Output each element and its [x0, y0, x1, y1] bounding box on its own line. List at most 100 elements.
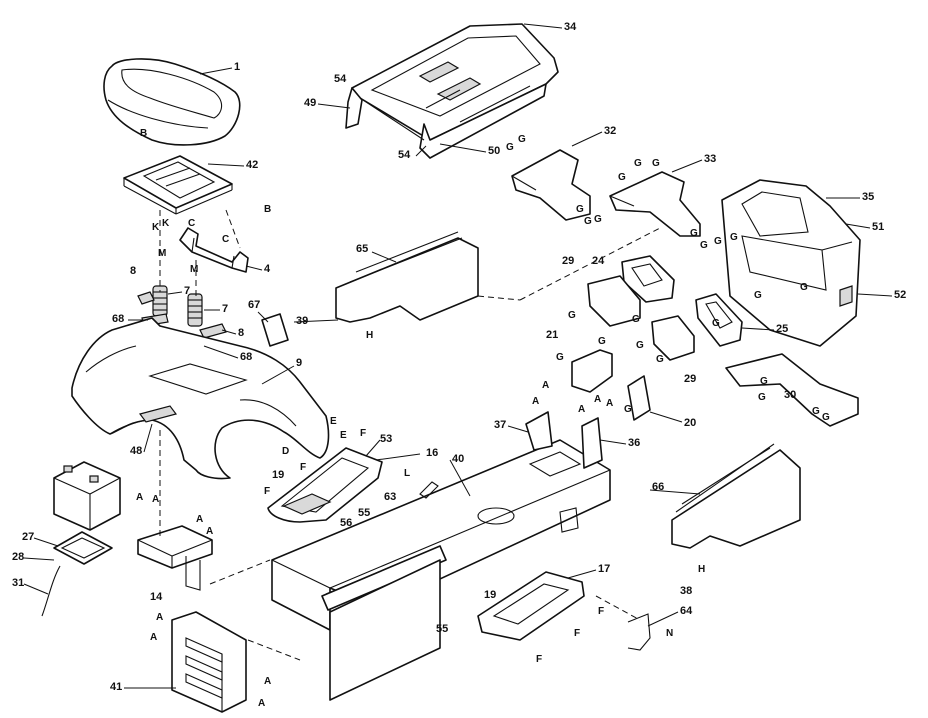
- callout-54: 54: [334, 73, 347, 85]
- letter-g: G: [758, 392, 766, 403]
- callout-51: 51: [872, 221, 884, 233]
- letter-a: A: [156, 612, 163, 623]
- callout-42: 42: [246, 159, 258, 171]
- letter-a: A: [150, 632, 157, 643]
- callout-9: 9: [296, 357, 302, 369]
- part-bracket-21: [571, 349, 613, 393]
- letter-d: D: [282, 446, 289, 457]
- letter-a: A: [542, 380, 549, 391]
- letter-n: N: [666, 628, 673, 639]
- letter-g: G: [518, 134, 526, 145]
- letter-f: F: [360, 428, 366, 439]
- letter-a: A: [532, 396, 539, 407]
- letter-a: A: [606, 398, 613, 409]
- leader-lines: [23, 23, 893, 689]
- letter-g: G: [636, 340, 644, 351]
- part-fender: [71, 317, 330, 480]
- callout-19: 19: [484, 589, 496, 601]
- letter-a: A: [206, 526, 213, 537]
- letter-g: G: [812, 406, 820, 417]
- letter-g: G: [730, 232, 738, 243]
- callout-33: 33: [704, 153, 716, 165]
- callout-50: 50: [488, 145, 500, 157]
- letter-g: G: [634, 158, 642, 169]
- callout-34: 34: [564, 21, 577, 33]
- letter-a: A: [578, 404, 585, 415]
- letter-f: F: [536, 654, 542, 665]
- letter-a: A: [152, 494, 159, 505]
- letter-e: E: [330, 416, 337, 427]
- letter-a: A: [136, 492, 143, 503]
- letter-m: M: [190, 264, 198, 275]
- callout-38: 38: [680, 585, 692, 597]
- callout-68: 68: [240, 351, 252, 363]
- part-seat-pan: [123, 155, 233, 215]
- part-battery-plate: [41, 531, 113, 617]
- callout-68: 68: [112, 313, 124, 325]
- letter-g: G: [618, 172, 626, 183]
- part-side-rails: [321, 545, 447, 701]
- callout-7: 7: [222, 303, 228, 315]
- part-footrest-left: [267, 447, 383, 523]
- callout-31: 31: [12, 577, 24, 589]
- callout-54: 54: [398, 149, 411, 161]
- callout-29: 29: [562, 255, 574, 267]
- callout-40: 40: [452, 453, 464, 465]
- callout-19: 19: [272, 469, 284, 481]
- letter-g: G: [624, 404, 632, 415]
- callout-25: 25: [776, 323, 788, 335]
- letter-g: G: [506, 142, 514, 153]
- callout-36: 36: [628, 437, 640, 449]
- callout-56: 56: [340, 517, 352, 529]
- part-gusset-37: [525, 411, 553, 451]
- callout-21: 21: [546, 329, 558, 341]
- part-grille-bracket: [725, 353, 859, 427]
- letter-l: L: [404, 468, 410, 479]
- part-battery: [53, 461, 121, 531]
- letter-g: G: [714, 236, 722, 247]
- letter-c: C: [222, 234, 229, 245]
- letter-g: G: [652, 158, 660, 169]
- callout-32: 32: [604, 125, 616, 137]
- part-bracket-20: [627, 375, 651, 421]
- letter-g: G: [576, 204, 584, 215]
- callout-14: 14: [150, 591, 163, 603]
- callout-67: 67: [248, 299, 260, 311]
- part-pins: [419, 481, 651, 651]
- letter-f: F: [264, 486, 270, 497]
- part-battery-bracket: [137, 525, 213, 591]
- part-bracket-29a: [587, 275, 641, 327]
- letter-c: C: [188, 218, 195, 229]
- callout-35: 35: [862, 191, 874, 203]
- letter-h: H: [366, 330, 373, 341]
- letter-h: H: [698, 564, 705, 575]
- callout-4: 4: [264, 263, 271, 275]
- part-hood-bracket-33: [609, 171, 701, 237]
- callout-20: 20: [684, 417, 696, 429]
- letter-m: M: [158, 248, 166, 259]
- callout-64: 64: [680, 605, 693, 617]
- callout-37: 37: [494, 419, 506, 431]
- callout-30: 30: [784, 389, 796, 401]
- letter-a: A: [196, 514, 203, 525]
- part-seat: [103, 58, 241, 146]
- part-plate-25: [695, 293, 743, 347]
- callout-27: 27: [22, 531, 34, 543]
- part-rail-65: [335, 231, 479, 323]
- callout-16: 16: [426, 447, 438, 459]
- part-bracket-29b: [651, 315, 695, 361]
- part-rail-66: [671, 443, 801, 549]
- letter-g: G: [632, 314, 640, 325]
- letter-g: G: [760, 376, 768, 387]
- letter-g: G: [598, 336, 606, 347]
- letter-g: G: [556, 352, 564, 363]
- letter-f: F: [300, 462, 306, 473]
- part-dash-panel: [721, 179, 861, 347]
- callout-63: 63: [384, 491, 396, 503]
- part-hood: [351, 23, 559, 159]
- callout-48: 48: [130, 445, 142, 457]
- callout-labels: 1 4 7 7 8 8 9 14 16 17 19 19 20 21 24 25…: [12, 21, 906, 693]
- part-springs: [152, 285, 203, 327]
- letter-g: G: [656, 354, 664, 365]
